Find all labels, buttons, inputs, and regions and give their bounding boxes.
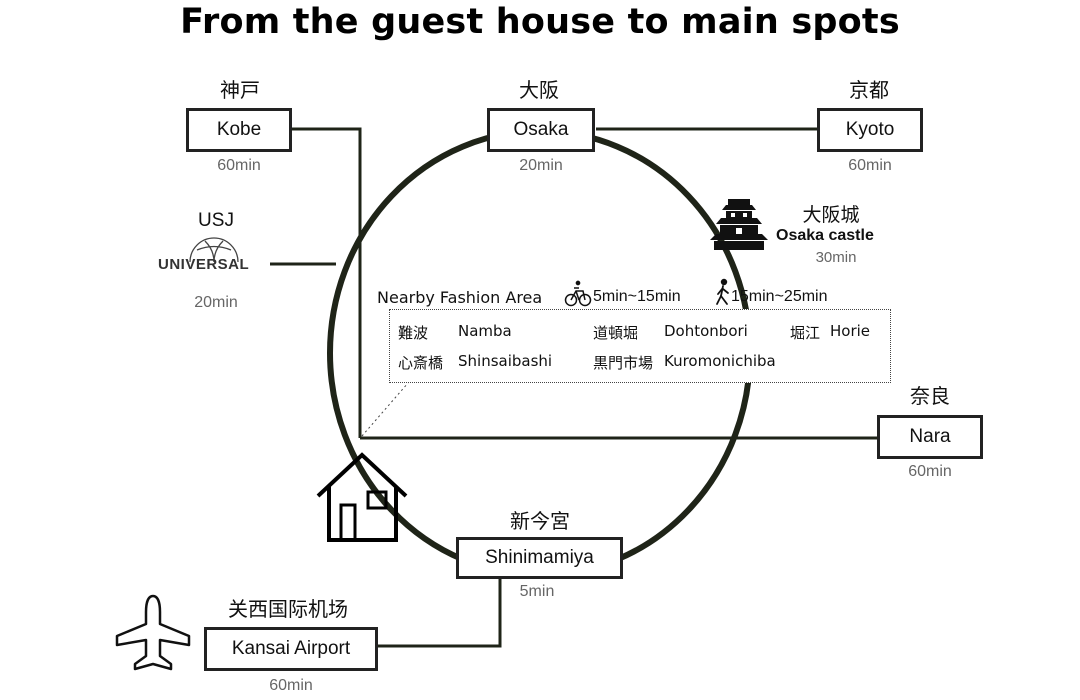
area-jp-namba: 難波	[398, 324, 429, 342]
castle-icon	[710, 199, 768, 250]
shinimamiya-jp-label: 新今宮	[510, 509, 570, 533]
nara-jp-label: 奈良	[910, 384, 950, 408]
osaka-castle-travel-time: 30min	[815, 249, 857, 266]
osaka-castle-jp-label: 大阪城	[802, 204, 860, 226]
globe-icon	[189, 237, 239, 263]
kobe-route-line	[291, 127, 362, 438]
area-en-shinsaibashi: Shinsaibashi	[458, 352, 553, 370]
area-jp-horie: 堀江	[790, 324, 821, 342]
area-jp-kuromonichiba: 黒門市場	[593, 354, 654, 372]
fashion-pointer-line	[361, 382, 409, 437]
walk-time: 15min~25min	[731, 288, 828, 305]
area-en-namba: Namba	[458, 322, 512, 340]
area-jp-shinsaibashi: 心斎橋	[398, 354, 444, 372]
fashion-area-header: Nearby Fashion Area	[377, 287, 542, 307]
walking-person-icon	[716, 278, 729, 305]
kobe-jp-label: 神戸	[220, 78, 260, 102]
kansai-airport-travel-time: 60min	[269, 677, 313, 694]
house-icon	[316, 452, 408, 542]
kyoto-station-box[interactable]: Kyoto	[817, 108, 923, 152]
fashion-area-box	[389, 309, 891, 383]
area-en-kuromonichiba: Kuromonichiba	[664, 352, 776, 370]
kyoto-jp-label: 京都	[849, 78, 889, 102]
nara-travel-time: 60min	[908, 463, 952, 480]
airplane-icon	[115, 594, 191, 671]
osaka-jp-label: 大阪	[519, 78, 559, 102]
area-en-horie: Horie	[830, 322, 871, 340]
shinimamiya-travel-time: 5min	[519, 583, 555, 600]
bike-time: 5min~15min	[593, 288, 681, 305]
osaka-castle-label: Osaka castle	[776, 227, 874, 244]
usj-travel-time: 20min	[194, 294, 238, 311]
page-title: From the guest house to main spots	[180, 2, 900, 42]
osaka-station-box[interactable]: Osaka	[487, 108, 595, 152]
kansai-airport-jp-label: 关西国际机场	[228, 597, 348, 621]
kobe-station-box[interactable]: Kobe	[186, 108, 292, 152]
universal-logo: UNIVERSAL	[158, 256, 250, 273]
bicycle-icon	[564, 280, 592, 307]
kansai-airport-box[interactable]: Kansai Airport	[204, 627, 378, 671]
usj-label: USJ	[198, 210, 234, 231]
fashion-area-label: Nearby Fashion Area	[377, 288, 543, 307]
shinimamiya-station-box[interactable]: Shinimamiya	[456, 537, 623, 579]
kyoto-travel-time: 60min	[848, 157, 892, 174]
area-jp-dohtonbori: 道頓堀	[593, 324, 639, 342]
airport-route-line	[378, 578, 502, 648]
area-en-dohtonbori: Dohtonbori	[664, 322, 748, 340]
kobe-travel-time: 60min	[217, 157, 261, 174]
nara-station-box[interactable]: Nara	[877, 415, 983, 459]
osaka-travel-time: 20min	[519, 157, 563, 174]
